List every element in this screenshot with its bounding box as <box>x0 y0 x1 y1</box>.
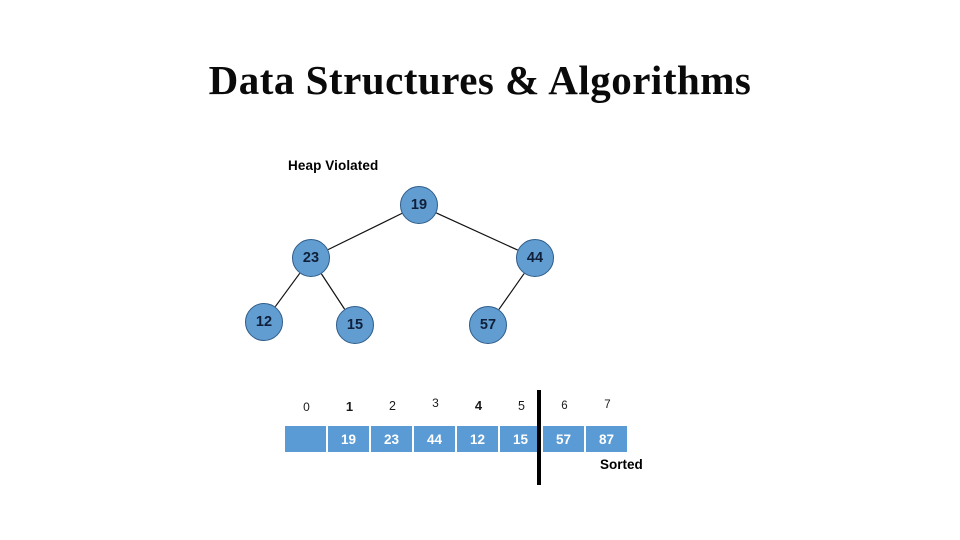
tree-edge <box>320 273 346 310</box>
array-cell-6[interactable]: 57 <box>543 426 584 452</box>
page-title: Data Structures & Algorithms <box>208 57 752 103</box>
array-index-7: 7 <box>604 399 611 411</box>
tree-edge <box>436 212 518 251</box>
tree-node-44[interactable]: 44 <box>516 239 554 277</box>
tree-node-57[interactable]: 57 <box>469 306 507 344</box>
array-cell-0[interactable] <box>285 426 326 452</box>
array-index-0: 0 <box>303 400 310 414</box>
array-cell-3[interactable]: 44 <box>414 426 455 452</box>
tree-edge <box>274 272 301 308</box>
array-cell-1[interactable]: 19 <box>328 426 369 452</box>
array-cell-4[interactable]: 12 <box>457 426 498 452</box>
sorted-region-label: Sorted <box>600 457 643 472</box>
array-index-3: 3 <box>432 396 439 410</box>
array-cell-7[interactable]: 87 <box>586 426 627 452</box>
array-index-4: 4 <box>474 398 483 413</box>
tree-edge <box>327 212 403 251</box>
array-cell-2[interactable]: 23 <box>371 426 412 452</box>
sorted-region-divider <box>537 390 541 485</box>
array-index-2: 2 <box>389 399 396 413</box>
tree-node-19[interactable]: 19 <box>400 186 438 224</box>
tree-node-15[interactable]: 15 <box>336 306 374 344</box>
array-index-1: 1 <box>345 399 354 414</box>
tree-node-23[interactable]: 23 <box>292 239 330 277</box>
array-index-5: 5 <box>518 399 525 413</box>
array-index-6: 6 <box>561 400 568 412</box>
tree-edge <box>498 273 525 310</box>
tree-node-12[interactable]: 12 <box>245 303 283 341</box>
array-cell-5[interactable]: 15 <box>500 426 541 452</box>
heap-violated-caption: Heap Violated <box>288 158 379 173</box>
